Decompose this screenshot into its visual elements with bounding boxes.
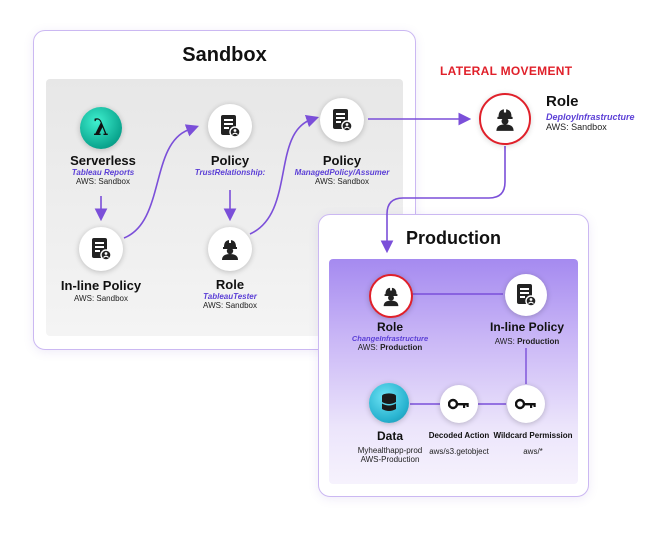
wildcard-value: aws/*	[523, 447, 543, 456]
edge-role-policymanaged	[249, 114, 320, 235]
wildcard-label-group: Wildcard Permission aws/*	[493, 431, 572, 456]
role-change-env: AWS: Production	[357, 343, 423, 352]
edge-lateral-production	[380, 146, 506, 254]
data-label-group: Data Myhealthapp-prod AWS-Production	[358, 429, 422, 464]
policy-document-icon	[79, 227, 123, 271]
lateral-role-title: Role	[546, 93, 579, 110]
serverless-label-group: Serverless Tableau Reports AWS: Sandbox	[70, 153, 136, 186]
role-tableau-subtitle: TableauTester	[203, 292, 257, 301]
hardhat-user-icon	[369, 274, 413, 318]
serverless-subtitle: Tableau Reports	[71, 168, 135, 177]
wildcard-title: Wildcard Permission	[493, 431, 573, 440]
hardhat-user-icon	[479, 93, 531, 145]
production-title: Production	[406, 228, 501, 248]
hardhat-user-icon	[208, 227, 252, 271]
decoded-action-label-group: Decoded Action aws/s3.getobject	[429, 431, 490, 456]
policy-managed-label-group: Policy ManagedPolicy/Assumer AWS: Sandbo…	[295, 153, 390, 186]
role-change-label-group: Role ChangeInfrastructure AWS: Productio…	[352, 320, 428, 352]
policy-managed-subtitle: ManagedPolicy/Assumer	[294, 168, 390, 177]
inline-policy-prod-env: AWS: Production	[494, 337, 560, 346]
key-icon	[440, 385, 478, 423]
lateral-role-label-group: Role DeployInfrastructure AWS: Sandbox	[546, 93, 635, 132]
serverless-env: AWS: Sandbox	[76, 177, 130, 186]
inline-policy-sandbox-env: AWS: Sandbox	[74, 294, 128, 303]
key-icon	[507, 385, 545, 423]
inline-policy-prod-title: In-line Policy	[489, 320, 565, 334]
policy-document-icon	[320, 98, 364, 142]
role-tableau-env: AWS: Sandbox	[203, 301, 257, 310]
policy-trust-label-group: Policy TrustRelationship:	[195, 153, 266, 177]
database-icon	[369, 383, 409, 423]
policy-managed-env: AWS: Sandbox	[315, 177, 369, 186]
lateral-movement-label: LATERAL MOVEMENT	[440, 64, 573, 78]
edge-inline-policytrust	[123, 124, 199, 239]
policy-managed-title: Policy	[322, 153, 362, 168]
decoded-action-title: Decoded Action	[428, 431, 490, 440]
role-tableau-title: Role	[215, 277, 245, 292]
policy-document-icon	[208, 104, 252, 148]
data-title: Data	[376, 429, 404, 443]
production-panel: Production	[318, 214, 589, 497]
role-change-subtitle: ChangeInfrastructure	[351, 334, 429, 343]
role-change-title: Role	[376, 320, 404, 334]
policy-trust-subtitle: TrustRelationship:	[194, 168, 266, 177]
lateral-role-env: AWS: Sandbox	[546, 122, 607, 132]
role-tableau-label-group: Role TableauTester AWS: Sandbox	[203, 277, 257, 310]
policy-trust-title: Policy	[210, 153, 250, 168]
lateral-role-subtitle: DeployInfrastructure	[546, 112, 635, 122]
data-line2: AWS-Production	[360, 455, 420, 464]
inline-policy-sandbox-label-group: In-line Policy AWS: Sandbox	[61, 278, 141, 303]
inline-policy-prod-label-group: In-line Policy AWS: Production	[490, 320, 564, 346]
policy-document-icon	[505, 274, 547, 316]
decoded-action-value: aws/s3.getobject	[429, 447, 489, 456]
lambda-icon: λ	[80, 107, 122, 149]
sandbox-title: Sandbox	[182, 44, 267, 66]
data-line1: Myhealthapp-prod	[357, 446, 423, 455]
serverless-title: Serverless	[70, 153, 136, 168]
inline-policy-sandbox-title: In-line Policy	[60, 278, 142, 293]
